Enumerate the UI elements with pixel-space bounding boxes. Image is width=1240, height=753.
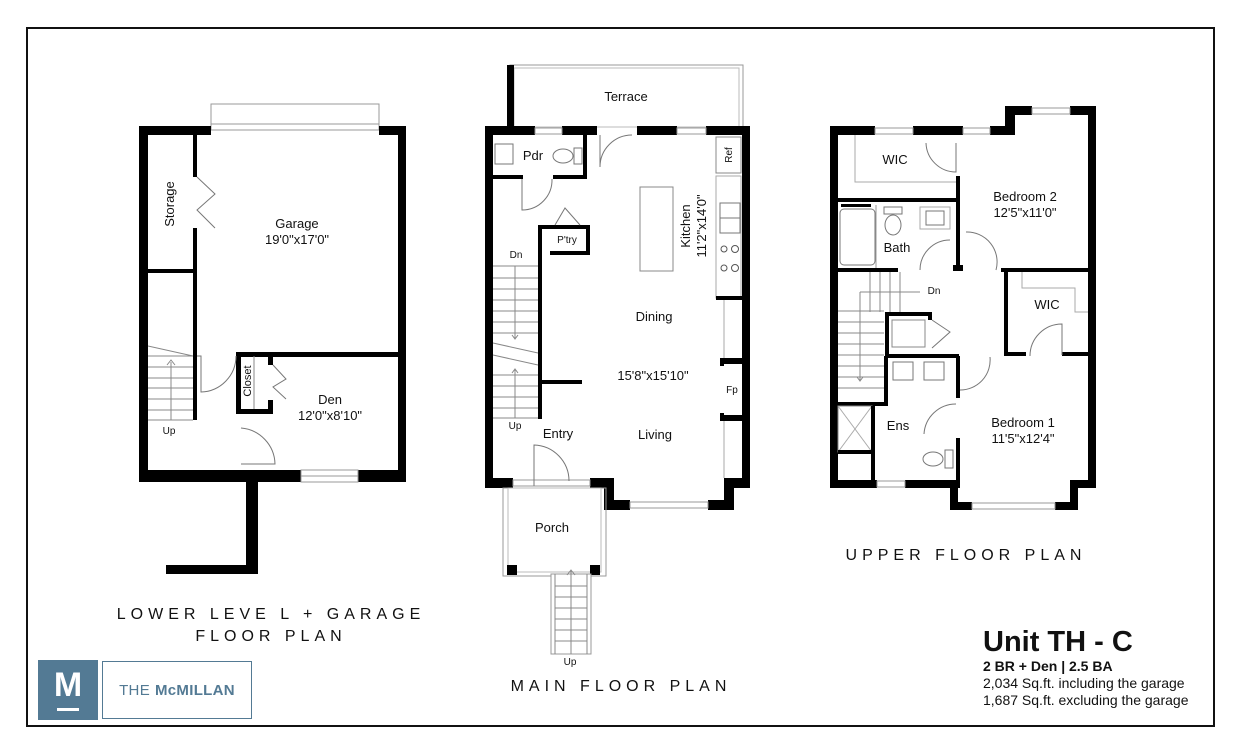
room-label-entry: Entry [542,425,574,441]
lower-level-title: LOWER LEVE L + GARAGE FLOOR PLAN [117,604,425,647]
room-label-bedroom-2: Bedroom 2 12'5"x11'0" [993,189,1057,222]
unit-sqft-including-garage: 2,034 Sq.ft. including the garage [983,675,1185,691]
unit-summary: 2 BR + Den | 2.5 BA [983,658,1113,674]
bedroom-1-name: Bedroom 1 [991,414,1055,430]
room-label-bath: Bath [883,239,911,255]
kitchen-name: Kitchen [677,204,693,248]
room-label-bedroom-1: Bedroom 1 11'5"x12'4" [991,415,1055,448]
stair-label-up-porch: Up [563,656,577,668]
logo-letter: M [53,666,83,704]
room-label-garage: Garage 19'0"x17'0" [265,216,329,249]
main-floor-plan [485,64,750,655]
lower-level-title-line2: FLOOR PLAN [195,627,347,645]
room-label-living: Living [638,426,672,442]
garage-name: Garage [275,215,319,231]
garage-dims: 19'0"x17'0" [264,232,330,247]
unit-sqft-excluding-garage: 1,687 Sq.ft. excluding the garage [983,692,1189,708]
label-fireplace: Fp [726,384,738,396]
brand-wordmark: THE McMILLAN [102,661,252,719]
dining-living-dims: 15'8"x15'10" [617,367,689,383]
upper-floor-plan [830,106,1096,510]
kitchen-dims: 11'2"x14'0" [694,194,709,258]
room-label-terrace: Terrace [604,88,648,104]
room-label-porch: Porch [535,519,569,535]
lower-level-title-line1: LOWER LEVE L + GARAGE [116,606,426,623]
main-floor-title: MAIN FLOOR PLAN [510,678,732,695]
room-label-wic-1: WIC [882,151,908,167]
logo-underline [57,708,79,711]
room-label-den: Den 12'0"x8'10" [298,392,362,425]
stair-label-dn-upper: Dn [927,285,941,297]
den-name: Den [318,391,342,407]
stair-label-dn-main: Dn [509,249,523,261]
stair-label-up-main: Up [508,420,522,432]
room-label-wic-2: WIC [1034,296,1060,312]
room-label-ensuite: Ens [886,417,910,433]
brand-name-main: McMILLAN [155,681,235,699]
unit-title: Unit TH - C [983,626,1133,658]
room-label-closet: Closet [242,365,255,397]
bedroom-2-dims: 12'5"x11'0" [993,205,1057,220]
appliance-label-ref: Ref [723,147,735,163]
brand-name-prefix: THE [119,681,150,699]
room-label-kitchen: Kitchen 11'2"x14'0" [678,194,711,257]
stair-label-up-lower: Up [162,425,176,437]
room-label-dining: Dining [635,308,673,324]
den-dims: 12'0"x8'10" [297,408,363,423]
room-label-powder: Pdr [522,147,544,163]
brand-logo-mark: M [38,660,98,720]
sheet-frame [26,27,1215,727]
bedroom-2-name: Bedroom 2 [993,188,1057,204]
upper-floor-title: UPPER FLOOR PLAN [845,547,1087,564]
room-label-storage: Storage [161,181,177,227]
unit-info-block: Unit TH - C 2 BR + Den | 2.5 BA 2,034 Sq… [983,626,1188,709]
lower-level-plan [139,103,406,574]
room-label-pantry: P'try [557,234,577,246]
bedroom-1-dims: 11'5"x12'4" [991,431,1055,446]
